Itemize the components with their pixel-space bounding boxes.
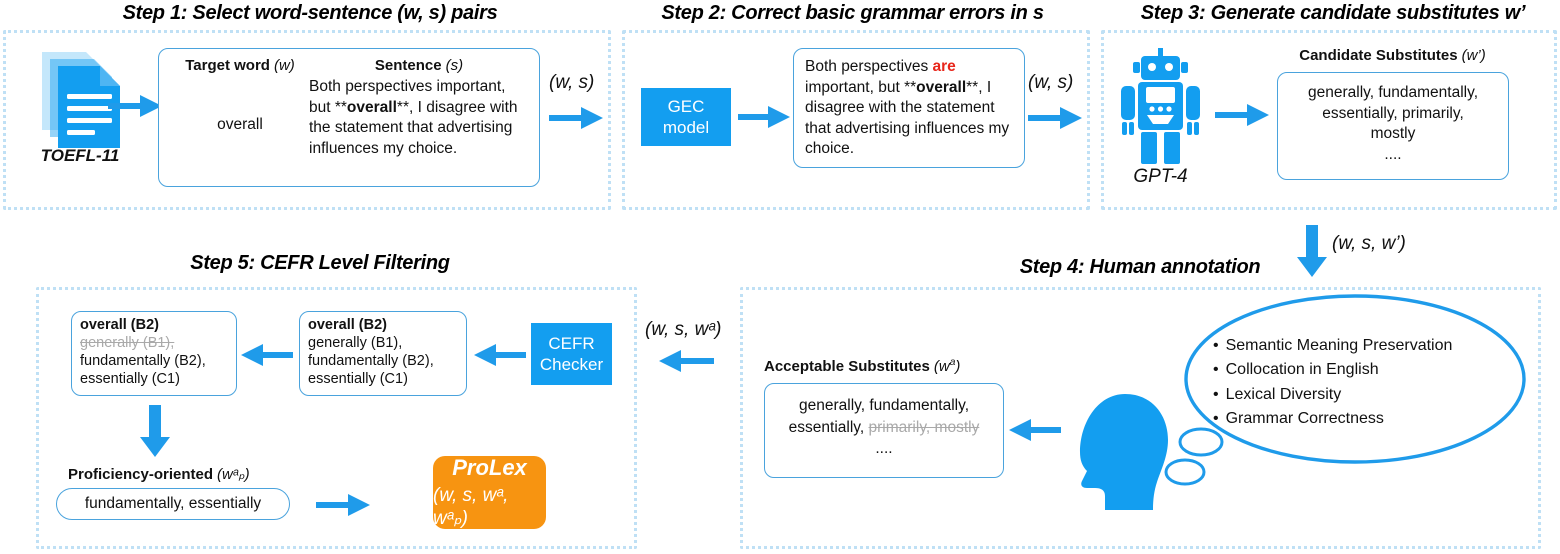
sentence-value: Both perspectives important, but **overa…	[309, 78, 518, 157]
candidate-substitutes-header: Candidate Substitutes(w’)	[1299, 47, 1486, 64]
step3-panel	[1101, 30, 1557, 210]
step1-title: Step 1: Select word-sentence (w, s) pair…	[122, 2, 498, 24]
gec-model-box: GEC model	[641, 88, 731, 146]
corrected-sentence-text: Both perspectives are important, but **o…	[805, 58, 1010, 158]
arrow-step2-to-step3	[1028, 104, 1083, 132]
step3-output-tuple: (w, s, w’)	[1332, 233, 1406, 254]
filtered-line-2-struck: generally (B1),	[80, 335, 175, 352]
candidate-line-4: ....	[1384, 145, 1402, 163]
toefl-source-label: TOEFL-11	[40, 146, 120, 165]
arrow-gpt4-to-candidates	[1215, 101, 1270, 129]
criteria-item: Collocation in English	[1213, 358, 1452, 382]
accepted-line-2: essentially, primarily, mostly	[788, 418, 980, 436]
corrected-sentence-box: Both perspectives are important, but **o…	[793, 48, 1025, 168]
prolex-output-box: ProLex (w, s, wᵃ, wᵃₚ)	[433, 455, 546, 529]
target-word-value: overall	[217, 116, 263, 133]
acceptable-substitutes-box: generally, fundamentally, essentially, p…	[764, 383, 1004, 478]
step5-title: Step 5: CEFR Level Filtering	[190, 252, 450, 274]
annotation-criteria-list: Semantic Meaning Preservation Collocatio…	[1213, 334, 1453, 431]
gec-model-label-line2: model	[662, 118, 710, 137]
arrow-step4-to-step5	[659, 347, 714, 375]
filtered-line-4: essentially (C1)	[80, 371, 180, 388]
step4-title: Step 4: Human annotation	[1019, 256, 1261, 278]
unfiltered-line-1: overall (B2)	[308, 317, 387, 333]
step2-panel	[622, 30, 1090, 210]
gec-model-label-line1: GEC	[667, 96, 705, 116]
step4-output-tuple: (w, s, wᵃ)	[645, 319, 722, 340]
gpt4-label: GPT-4	[1133, 166, 1188, 187]
cefr-unfiltered-box: overall (B2) generally (B1), fundamental…	[299, 311, 467, 396]
target-word-header: Target word(w)	[185, 57, 295, 74]
arrow-gec-to-sentencebox	[738, 103, 790, 131]
accepted-line-3: ....	[875, 440, 893, 458]
annotation-criteria-bubble: Semantic Meaning Preservation Collocatio…	[1183, 294, 1527, 464]
step4-panel	[740, 287, 1541, 549]
criteria-item: Grammar Correctness	[1213, 407, 1452, 431]
prolex-tuple: (w, s, wᵃ, wᵃₚ)	[433, 485, 509, 529]
filtered-line-3: fundamentally (B2),	[80, 353, 206, 370]
proficiency-oriented-box: fundamentally, essentially	[56, 488, 290, 520]
arrow-step1-to-step2	[549, 104, 604, 132]
arrow-step3-to-step4	[1296, 225, 1328, 277]
step3-title: Step 3: Generate candidate substitutes w…	[1140, 2, 1526, 24]
candidate-line-2: essentially, primarily,	[1322, 104, 1464, 122]
filtered-line-1: overall (B2)	[80, 317, 159, 333]
arrow-human-to-acceptable	[1009, 416, 1061, 444]
gpt4-robot-icon	[1113, 48, 1208, 166]
candidate-substitutes-box: generally, fundamentally, essentially, p…	[1277, 72, 1509, 180]
proficiency-oriented-value: fundamentally, essentially	[84, 494, 262, 512]
word-sentence-pair-box: Target word(w) overall Sentence(s) Both …	[158, 48, 540, 187]
human-annotator-head-icon	[1073, 392, 1173, 520]
unfiltered-line-2: generally (B1),	[308, 335, 403, 352]
arrow-unfiltered-to-filtered	[241, 341, 293, 369]
acceptable-substitutes-header: Acceptable Substitutes(wa)	[764, 357, 961, 375]
cefr-checker-label-line2: Checker	[539, 355, 604, 374]
thought-bubble-medium	[1177, 426, 1225, 463]
arrow-filtered-to-proficiency	[139, 405, 171, 457]
sentence-header: Sentence(s)	[374, 57, 464, 74]
step2-title: Step 2: Correct basic grammar errors in …	[661, 2, 1044, 24]
thought-bubble-small	[1163, 457, 1207, 492]
step2-output-tuple: (w, s)	[1028, 72, 1074, 93]
step1-panel	[3, 30, 611, 210]
grammar-correction-token: are	[932, 58, 956, 75]
cefr-filtered-box: overall (B2) generally (B1), fundamental…	[71, 311, 237, 396]
proficiency-oriented-header: Proficiency-oriented(wᵃₚ)	[68, 466, 250, 483]
candidate-line-1: generally, fundamentally,	[1307, 84, 1479, 101]
cefr-checker-box: CEFR Checker	[531, 323, 612, 385]
step5-panel	[36, 287, 637, 549]
unfiltered-line-3: fundamentally (B2),	[308, 353, 434, 370]
criteria-item: Lexical Diversity	[1213, 383, 1452, 407]
unfiltered-line-4: essentially (C1)	[308, 371, 408, 388]
criteria-item: Semantic Meaning Preservation	[1213, 334, 1453, 358]
step1-output-tuple: (w, s)	[549, 72, 595, 93]
prolex-name: ProLex	[452, 455, 527, 480]
arrow-checker-to-unfiltered	[474, 341, 526, 369]
cefr-checker-label-line1: CEFR	[548, 333, 595, 353]
accepted-line-1: generally, fundamentally,	[798, 397, 970, 414]
toefl-document-icon	[24, 42, 134, 152]
arrow-doc-to-pairbox	[108, 92, 163, 120]
candidate-line-3: mostly	[1370, 125, 1416, 143]
arrow-proficiency-to-prolex	[316, 491, 371, 519]
rejected-substitutes: primarily, mostly	[868, 418, 980, 436]
